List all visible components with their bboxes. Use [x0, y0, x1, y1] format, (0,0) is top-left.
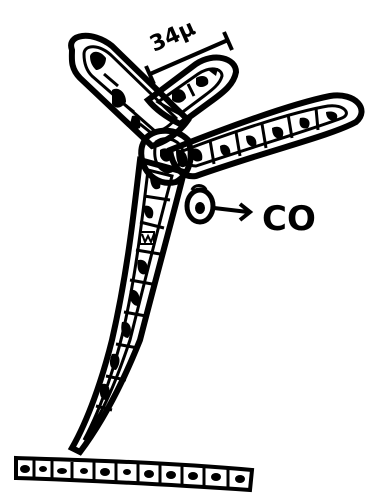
conidium-arrow [214, 204, 250, 220]
substrate-hypha [16, 458, 252, 490]
conidium-cell [187, 186, 213, 223]
scale-label: 34μ [146, 16, 199, 58]
main-stalk [72, 160, 184, 452]
conidium-label: CO [262, 199, 316, 239]
